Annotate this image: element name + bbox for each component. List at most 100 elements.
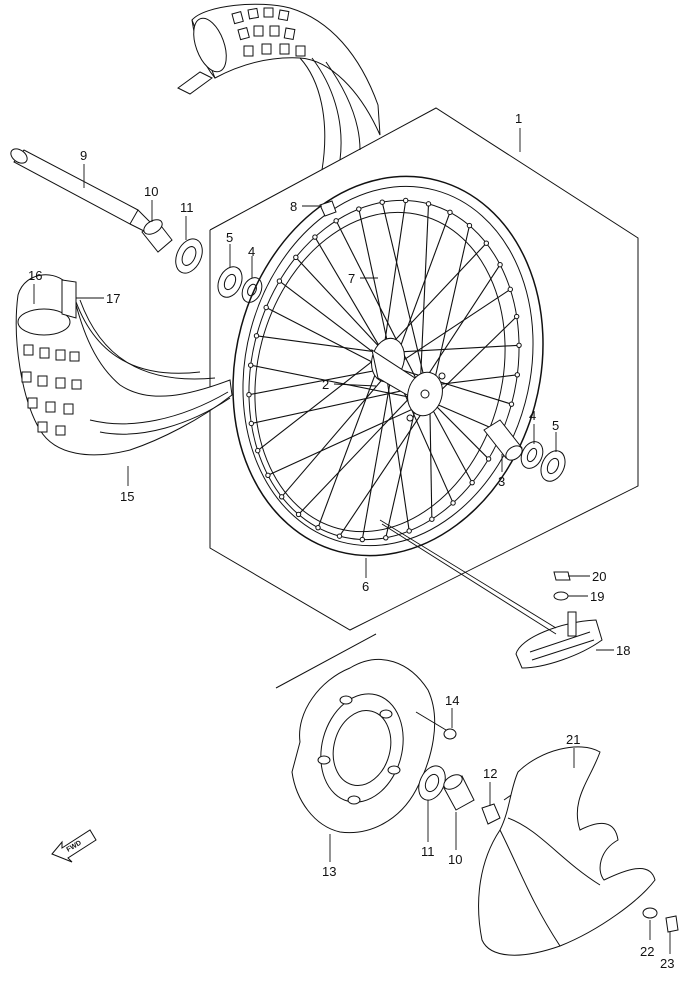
spoke-nipple (356, 206, 362, 212)
spoke (419, 264, 501, 388)
callout-16: 16 (28, 268, 42, 283)
callout-17: 17 (106, 291, 120, 306)
axle-spacer-lower (443, 774, 475, 811)
spoke-nipple (253, 333, 260, 339)
spoke-nipple (336, 533, 343, 539)
spoke-nipple (513, 313, 520, 320)
callout-15: 15 (120, 489, 134, 504)
spoke (251, 386, 421, 425)
spoke-nipple (406, 528, 412, 534)
axle-spacer (141, 219, 173, 253)
spoke (248, 366, 393, 396)
spoke-nipple (293, 254, 299, 261)
callout-20: 20 (592, 569, 606, 584)
disc-bolt (415, 711, 457, 740)
bearing-left (217, 266, 243, 298)
disc-guard (478, 746, 656, 956)
spoke (317, 352, 384, 528)
callout-4-upper: 4 (248, 244, 255, 259)
spoke (429, 316, 518, 402)
callout-5-lower: 5 (552, 418, 559, 433)
spoke-nipple (315, 524, 321, 531)
spoke (392, 288, 511, 368)
spoke (314, 236, 384, 354)
spoke-nipple (403, 197, 409, 204)
hub-spacer (483, 419, 523, 461)
callout-8: 8 (290, 199, 297, 214)
spoke-nipple (425, 201, 432, 207)
spoke (250, 364, 430, 402)
callout-19: 19 (590, 589, 604, 604)
callout-23: 23 (660, 956, 674, 971)
callout-22: 22 (640, 944, 654, 959)
callout-6: 6 (362, 579, 369, 594)
front-axle (10, 148, 151, 233)
spoke (392, 212, 451, 368)
callout-13: 13 (322, 864, 336, 879)
callout-11-lower: 11 (421, 844, 435, 859)
spoke-nipple (466, 222, 473, 229)
bearing-right (540, 450, 566, 482)
spoke (339, 400, 431, 537)
callout-5-upper: 5 (226, 230, 233, 245)
wheel-assembly-outline (209, 107, 639, 631)
spoke-nipple (265, 472, 271, 479)
spoke (281, 366, 394, 498)
spoke-nipple (312, 234, 318, 240)
axle-nut (481, 803, 501, 825)
spoke (419, 203, 430, 387)
spoke-nipple (295, 511, 302, 518)
spoke-nipple (359, 536, 365, 543)
spoke (383, 344, 520, 354)
guard-bolt (665, 915, 679, 933)
callout-3: 3 (498, 474, 505, 489)
callout-2: 2 (322, 377, 329, 392)
spoke-nipple (248, 420, 255, 427)
callout-1: 1 (515, 111, 522, 126)
callout-14: 14 (445, 693, 459, 708)
rim-lock (515, 611, 603, 669)
spoke (298, 386, 421, 515)
spoke-nipple (429, 516, 435, 522)
spoke-nipple (516, 342, 522, 348)
spoke (382, 200, 407, 353)
spoke-nipple (497, 261, 503, 268)
spoke-nipple (255, 447, 261, 454)
tire-section (15, 274, 233, 456)
wheel-hub (371, 337, 446, 422)
spoke-nipple (485, 456, 492, 462)
dust-seal-right (520, 441, 544, 469)
rim-lock-nut (319, 200, 337, 217)
callout-leaders (33, 128, 671, 954)
brake-disc (291, 659, 436, 834)
callout-10-upper: 10 (144, 184, 158, 199)
callout-7: 7 (348, 271, 355, 286)
spoke (429, 225, 470, 402)
forward-direction-badge: FWD (51, 829, 97, 863)
spoke-nipple (383, 535, 389, 541)
spoke-nipple (333, 218, 339, 224)
spoke (392, 366, 512, 405)
callout-12: 12 (483, 766, 497, 781)
spoke (361, 367, 394, 540)
callout-4-lower: 4 (529, 408, 536, 423)
spoke-nipple (507, 286, 513, 293)
callout-11-upper: 11 (180, 200, 194, 215)
spoke (429, 401, 433, 520)
spoke-nipple (508, 401, 515, 407)
rim-lock-nut-20 (553, 571, 571, 581)
spoke (381, 202, 431, 402)
callout-21: 21 (566, 732, 580, 747)
spoke (257, 352, 384, 452)
callout-labels: 1 2 3 4 4 5 5 6 7 8 9 10 10 11 11 12 13 … (28, 111, 674, 971)
callout-18: 18 (616, 643, 630, 658)
guard-washer (642, 907, 658, 919)
callout-9: 9 (80, 148, 87, 163)
spoke (382, 242, 487, 354)
rear-tire-section (177, 3, 381, 171)
spoke-nipple (447, 209, 453, 216)
spoke-nipple (278, 494, 285, 500)
spoke-nipple (263, 304, 269, 311)
spoke-nipple (246, 392, 252, 398)
